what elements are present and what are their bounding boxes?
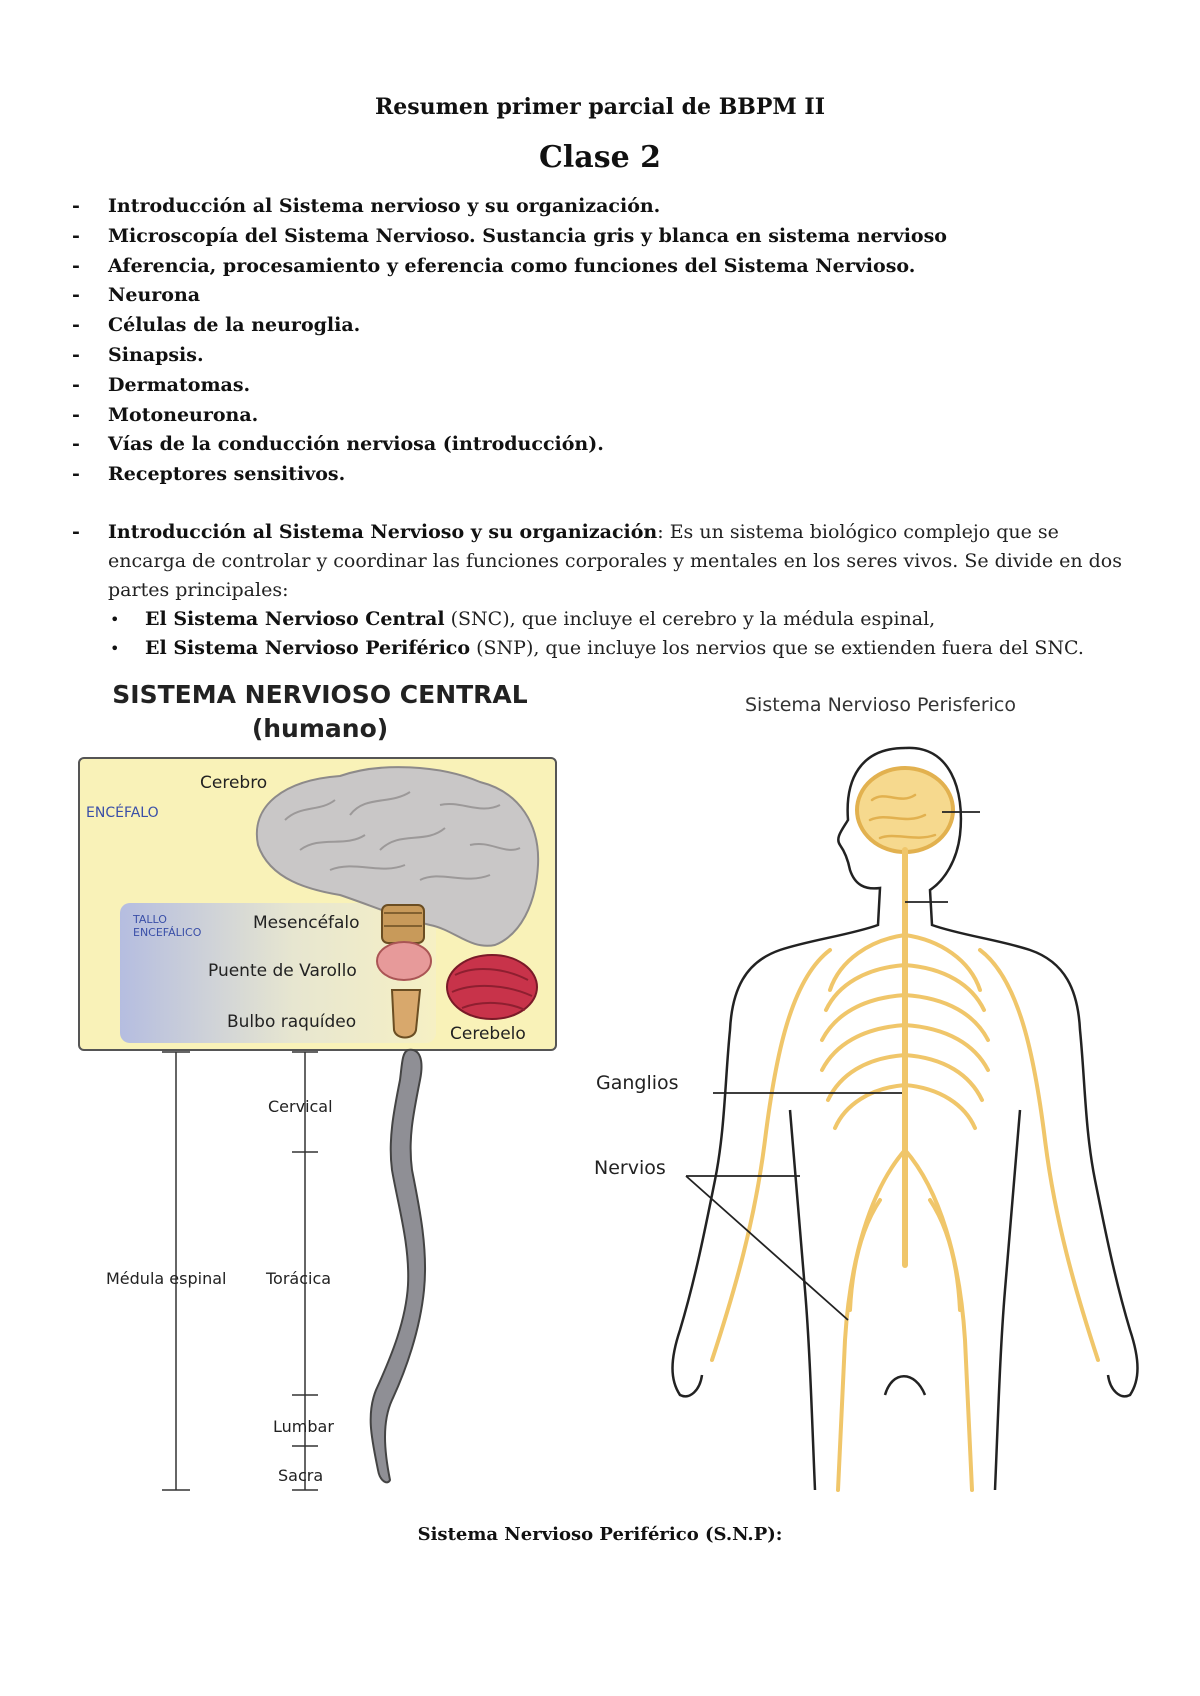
list-item: -Vías de la conducción nerviosa (introdu…: [72, 430, 947, 460]
snc-figure-title: SISTEMA NERVIOSO CENTRAL (humano): [112, 680, 528, 743]
document-subtitle: Clase 2: [538, 140, 661, 175]
intro-section: - Introducción al Sistema Nervioso y su …: [72, 518, 1142, 663]
label-cerebelo: Cerebelo: [450, 1024, 526, 1044]
list-item: -Dermatomas.: [72, 371, 947, 401]
list-item: -Motoneurona.: [72, 401, 947, 431]
intro-text: : Es un sistema biológico complejo que s…: [108, 521, 1122, 601]
part-name: El Sistema Nervioso Periférico: [145, 637, 471, 659]
cerebellum-illustration: [446, 954, 538, 1020]
dash-marker: -: [72, 463, 80, 486]
topics-list: -Introducción al Sistema nervioso y su o…: [72, 192, 947, 490]
intro-paragraph: Introducción al Sistema Nervioso y su or…: [108, 518, 1142, 605]
intro-heading: Introducción al Sistema Nervioso y su or…: [108, 521, 658, 543]
dash-marker: -: [72, 403, 80, 426]
label-bulbo: Bulbo raquídeo: [227, 1012, 357, 1032]
brainstem-illustration: [376, 904, 432, 1039]
dash-marker: -: [72, 521, 80, 543]
part-desc: (SNC), que incluye el cerebro y la médul…: [444, 608, 936, 630]
snp-figure-title: Sistema Nervioso Perisferico: [745, 694, 1016, 716]
list-item: -Células de la neuroglia.: [72, 311, 947, 341]
list-item: -Sinapsis.: [72, 341, 947, 371]
list-item: -Aferencia, procesamiento y eferencia co…: [72, 252, 947, 282]
list-item: • El Sistema Nervioso Central (SNC), que …: [108, 605, 1142, 634]
pointer-lines: [685, 811, 980, 1321]
bullet-marker: •: [110, 639, 120, 658]
body-outline-illustration: [671, 746, 1139, 1491]
bullet-marker: •: [110, 610, 120, 629]
nerves-illustration: [710, 766, 1100, 1492]
list-item: -Neurona: [72, 281, 947, 311]
label-medula-espinal: Médula espinal: [106, 1269, 227, 1288]
label-toracica: Torácica: [266, 1269, 332, 1288]
dash-marker: -: [72, 284, 80, 307]
document-title: Resumen primer parcial de BBPM II: [374, 94, 826, 120]
label-cerebro: Cerebro: [200, 773, 268, 793]
part-desc: (SNP), que incluye los nervios que se ex…: [470, 637, 1084, 659]
label-tallo: TALLO ENCEFÁLICO: [133, 913, 202, 939]
spinal-segment-ruler: [162, 1051, 318, 1491]
parts-list: • El Sistema Nervioso Central (SNC), que …: [72, 605, 1142, 663]
label-cervical: Cervical: [268, 1097, 333, 1116]
list-item: -Introducción al Sistema nervioso y su o…: [72, 192, 947, 222]
label-ganglios: Ganglios: [596, 1072, 679, 1094]
label-mesencefalo: Mesencéfalo: [253, 913, 360, 933]
dash-marker: -: [72, 373, 80, 396]
dash-marker: -: [72, 314, 80, 337]
dash-marker: -: [72, 343, 80, 366]
dash-marker: -: [72, 433, 80, 456]
list-item: -Microscopía del Sistema Nervioso. Susta…: [72, 222, 947, 252]
list-item: -Receptores sensitivos.: [72, 460, 947, 490]
label-encefalo: ENCÉFALO: [86, 805, 159, 821]
part-name: El Sistema Nervioso Central: [145, 608, 445, 630]
figure-caption: Sistema Nervioso Periférico (S.N.P):: [417, 1524, 783, 1545]
brain-illustration: [255, 766, 540, 947]
label-puente: Puente de Varollo: [208, 961, 357, 981]
dash-marker: -: [72, 195, 80, 217]
label-sacra: Sacra: [278, 1466, 324, 1485]
dash-marker: -: [72, 224, 80, 247]
spinal-cord-illustration: [369, 1048, 427, 1484]
label-nervios: Nervios: [594, 1157, 666, 1179]
label-lumbar: Lumbar: [273, 1417, 334, 1436]
list-item: • El Sistema Nervioso Periférico (SNP), q…: [108, 634, 1142, 663]
dash-marker: -: [72, 254, 80, 277]
